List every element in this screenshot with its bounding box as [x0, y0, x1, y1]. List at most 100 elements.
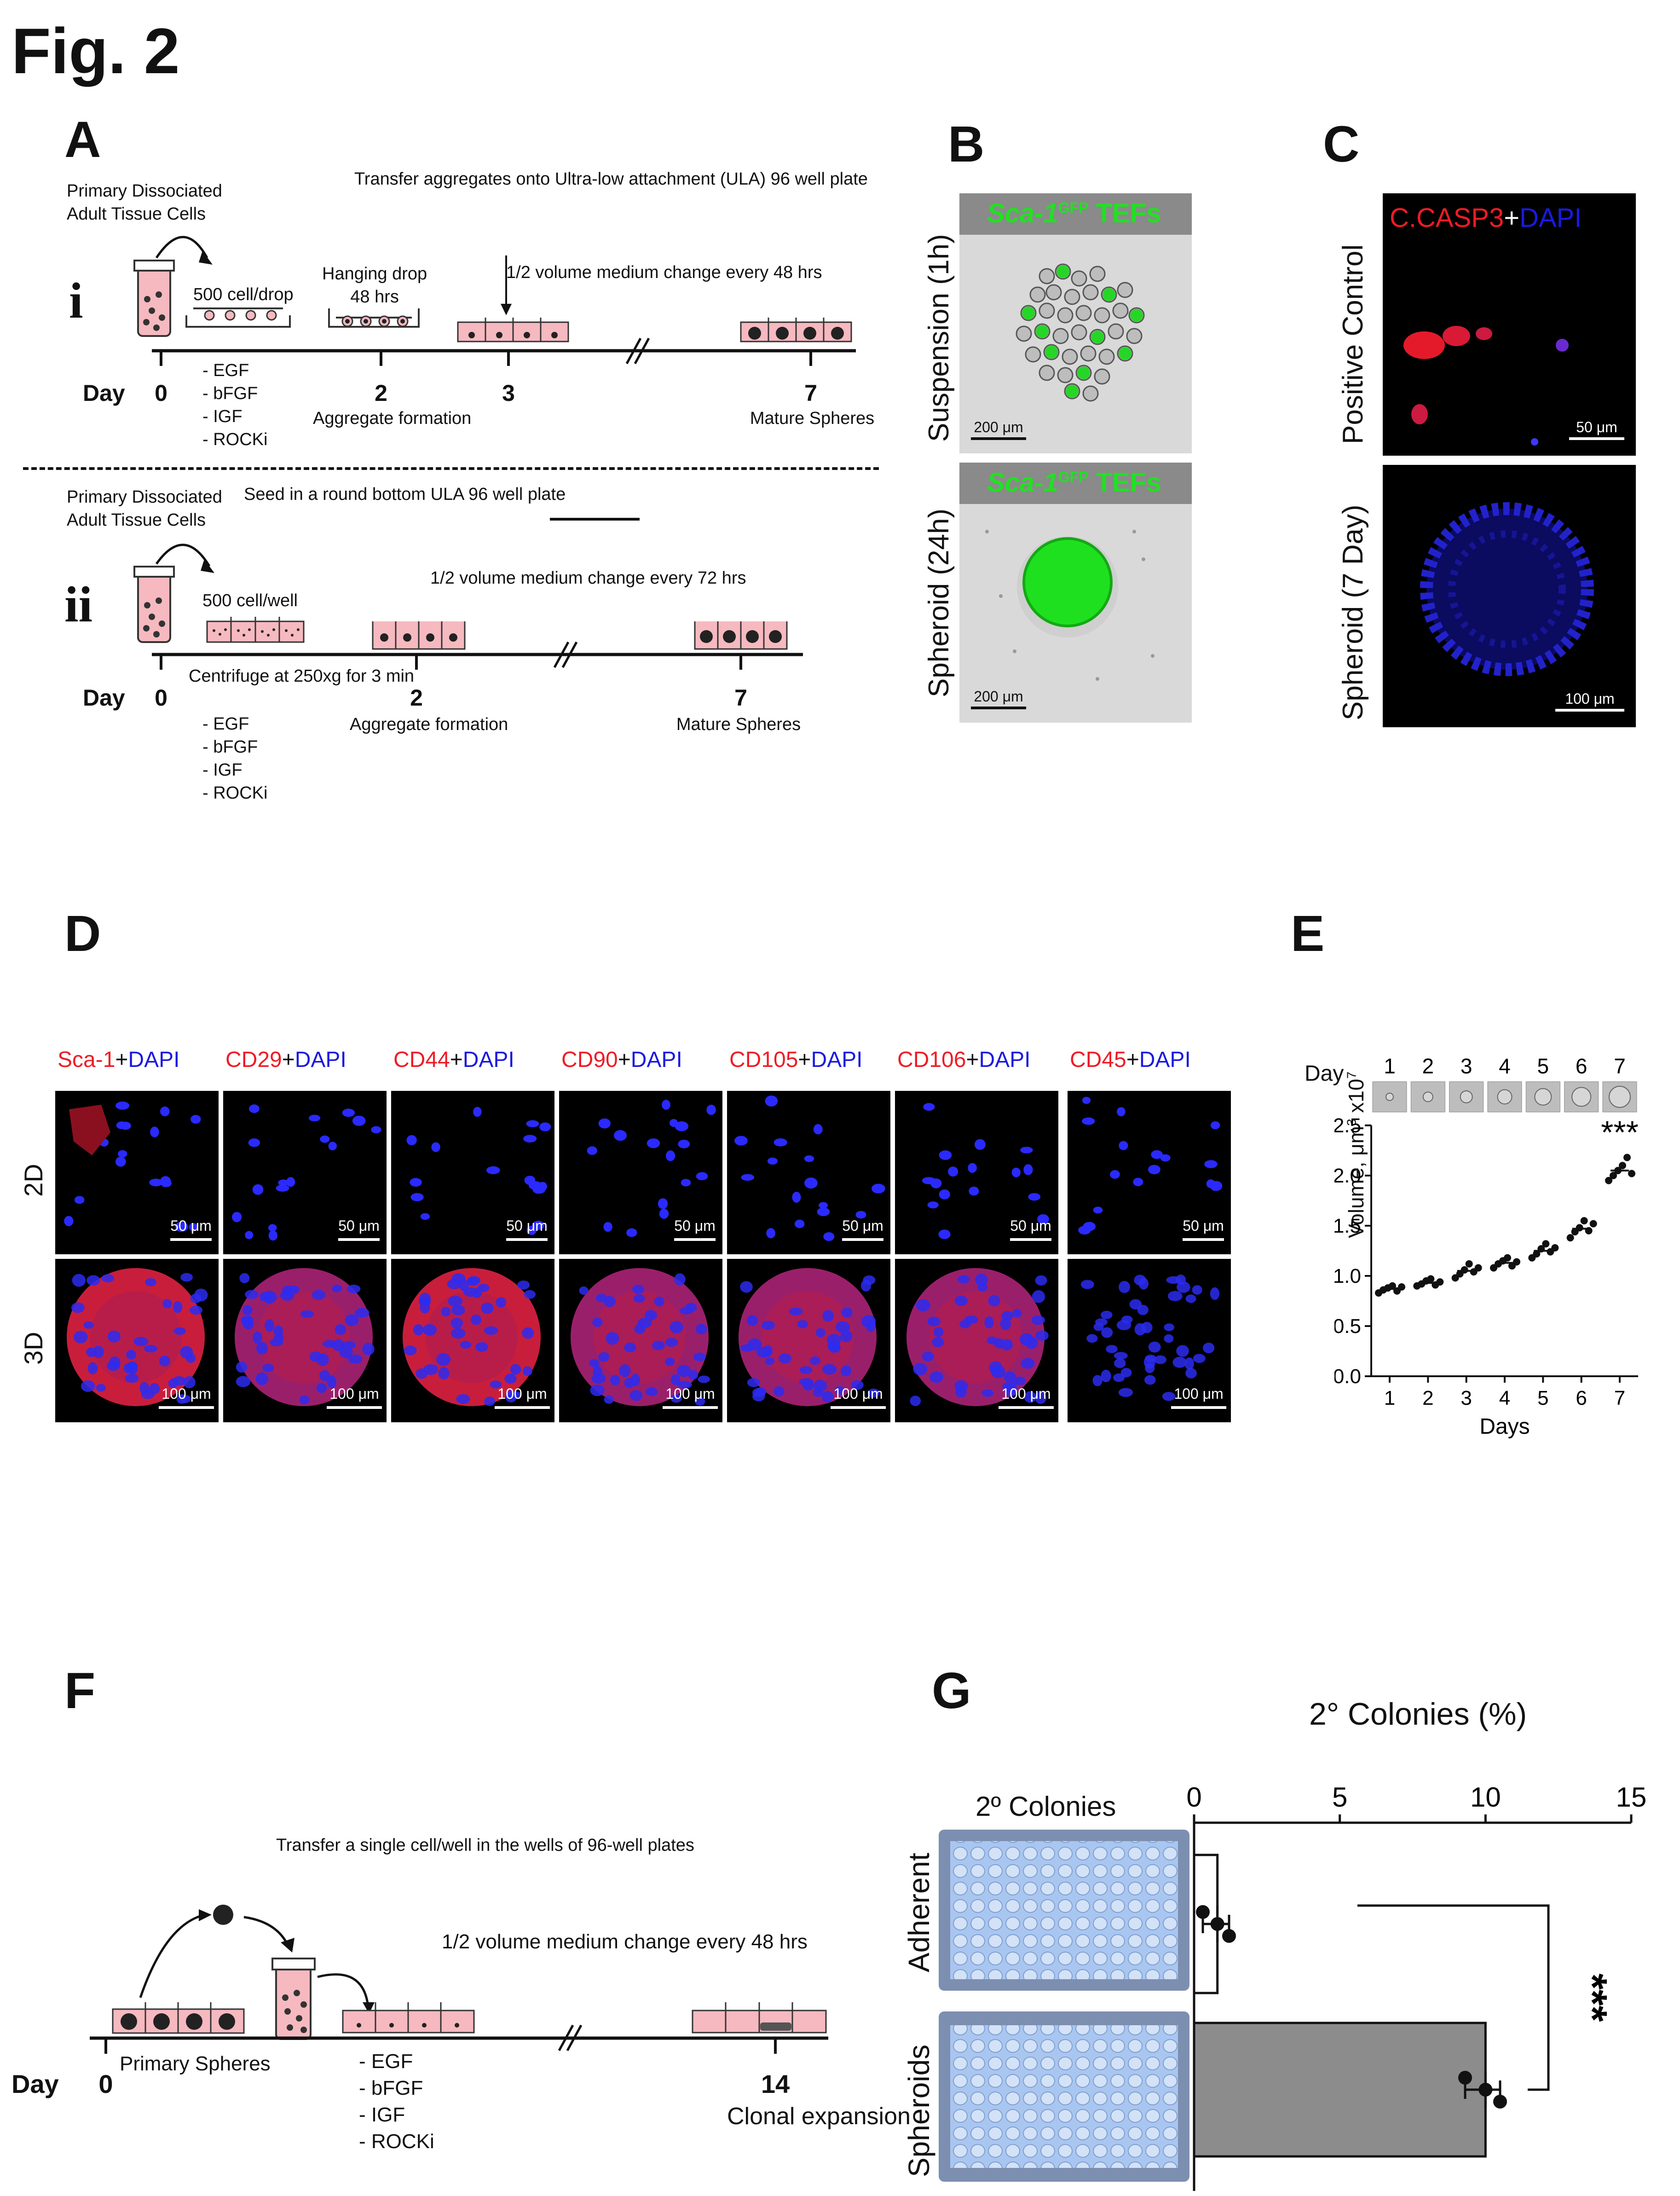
- e-thumb-day: 7: [1614, 1054, 1626, 1078]
- d-scale-label: 100 μm: [329, 1385, 379, 1402]
- panel-f-schematic: [90, 1905, 828, 2054]
- tube-icon: [133, 566, 175, 643]
- b-top-label: Suspension (1h): [923, 234, 955, 442]
- d-scale-bar: [1171, 1406, 1226, 1409]
- tube-icon: [133, 260, 175, 337]
- g-bracket: [1357, 1904, 1550, 2091]
- panel-a-schematic-ii: [133, 544, 803, 670]
- c-spheroid-image: 100 μm: [1383, 465, 1636, 727]
- d-cells-3d: [403, 1268, 541, 1406]
- g-bar: [1193, 2022, 1487, 2158]
- e-point: [1566, 1234, 1574, 1242]
- drop-plate-icon: [185, 307, 291, 328]
- c-scale-bar-bottom: [1555, 709, 1624, 712]
- d-scale-label: 50 μm: [506, 1217, 548, 1234]
- g-plates: [939, 1830, 1189, 2182]
- d-scale-label: 50 μm: [1010, 1217, 1051, 1234]
- g-plate-title: 2º Colonies: [976, 1791, 1116, 1822]
- e-x-tick-label: 3: [1461, 1387, 1472, 1409]
- d-scale-bar: [506, 1238, 548, 1241]
- f-day-14: 14: [761, 2069, 790, 2098]
- e-point: [1427, 1275, 1435, 1283]
- d-image-2d: 50 μm: [1068, 1091, 1231, 1254]
- hanging-drop-plate-icon: [328, 308, 420, 328]
- f-transfer: Transfer a single cell/well in the wells…: [276, 1836, 694, 1855]
- arrow-icon: [243, 1916, 289, 1946]
- d-cells-3d: [67, 1268, 208, 1406]
- d-scale-bar: [999, 1406, 1054, 1409]
- e-point: [1551, 1244, 1559, 1252]
- d-image-3d: 100 μm: [559, 1259, 722, 1422]
- a1-day-label: Day: [83, 380, 125, 406]
- e-thumb-spheroid: [1460, 1090, 1473, 1103]
- figure-title: Fig. 2: [12, 15, 180, 87]
- d-marker-title: CD106+DAPI: [897, 1048, 1031, 1072]
- e-point: [1580, 1217, 1588, 1225]
- b-bottom-label: Spheroid (24h): [923, 508, 955, 697]
- a2-seed: Seed in a round bottom ULA 96 well plate: [244, 485, 566, 504]
- a2-primary-label: Primary Dissociated Adult Tissue Cells: [67, 487, 222, 530]
- d-cells-2d: [406, 1107, 551, 1235]
- a1-mature: Mature Spheres: [750, 409, 875, 428]
- b-scale-top: 200 μm: [974, 419, 1023, 435]
- a1-cells-per: 500 cell/drop: [193, 285, 294, 304]
- e-thumb-spheroid: [1534, 1088, 1552, 1106]
- d-image-2d: 50 μm: [55, 1091, 219, 1254]
- a1-day-7: 7: [804, 380, 817, 406]
- d-image-2d: 50 μm: [895, 1091, 1058, 1254]
- panel-d-letter: D: [64, 905, 101, 962]
- d-cells-2d: [587, 1100, 716, 1237]
- arrow-icon: [139, 1913, 205, 1998]
- g-point: [1222, 1929, 1236, 1943]
- c-spheroid: [1420, 502, 1594, 676]
- panel-b-letter: B: [948, 116, 985, 173]
- d-cells-3d: [235, 1268, 375, 1406]
- d-marker-title: CD105+DAPI: [729, 1048, 863, 1072]
- d-cells-2d: [734, 1095, 885, 1241]
- separator: [23, 467, 879, 470]
- e-x-tick-label: 6: [1576, 1387, 1587, 1409]
- d-scale-label: 50 μm: [674, 1217, 716, 1234]
- a1-aggregate: Aggregate formation: [313, 409, 472, 428]
- e-point: [1610, 1172, 1617, 1179]
- a1-day-0: 0: [155, 380, 167, 406]
- panel-e-letter: E: [1291, 905, 1325, 962]
- a2-day-0: 0: [155, 685, 167, 711]
- d-row-3d: 3D: [19, 1332, 48, 1365]
- panel-a-letter: A: [64, 111, 101, 168]
- arrow-icon: [317, 1973, 369, 2007]
- g-x-tick-label: 15: [1616, 1782, 1647, 1813]
- e-x-tick-label: 2: [1422, 1387, 1433, 1409]
- g-title: 2° Colonies (%): [1309, 1697, 1527, 1732]
- d-cells-2d: [922, 1103, 1049, 1240]
- b-spheroid: [985, 530, 1155, 681]
- b-suspension-image: Sca-1GFP TEFs 200 μm: [959, 193, 1192, 453]
- e-thumb-spheroid: [1609, 1086, 1631, 1108]
- clonal-plate-icon: [692, 2002, 827, 2034]
- e-point: [1589, 1220, 1597, 1228]
- e-thumb-day: 3: [1461, 1054, 1472, 1078]
- c-top-label: Positive Control: [1337, 244, 1369, 444]
- dash-line: [550, 518, 640, 521]
- d-marker-title: CD45+DAPI: [1070, 1048, 1191, 1072]
- d-scale-label: 100 μm: [833, 1385, 883, 1402]
- e-point: [1389, 1282, 1396, 1290]
- e-thumb-spheroid: [1422, 1091, 1433, 1102]
- e-point: [1542, 1240, 1550, 1248]
- b-scale-bottom: 200 μm: [974, 688, 1023, 705]
- f-day-0: 0: [98, 2069, 113, 2098]
- d-scale-bar: [663, 1406, 718, 1409]
- d-image-3d: 100 μm: [727, 1259, 890, 1422]
- e-y-tick-label: 2.5: [1334, 1114, 1361, 1137]
- d-scale-label: 50 μm: [842, 1217, 883, 1234]
- plate-adherent-icon: [939, 1830, 1189, 1991]
- e-thumb-spheroid: [1497, 1089, 1513, 1105]
- d-image-2d: 50 μm: [559, 1091, 722, 1254]
- d-scale-bar: [1183, 1238, 1224, 1241]
- d-scale-bar: [674, 1238, 716, 1241]
- d-marker-title: CD90+DAPI: [561, 1048, 682, 1072]
- arrow-icon: [155, 236, 208, 259]
- sphere-icon: [213, 1905, 233, 1925]
- d-row-2d: 2D: [19, 1164, 48, 1197]
